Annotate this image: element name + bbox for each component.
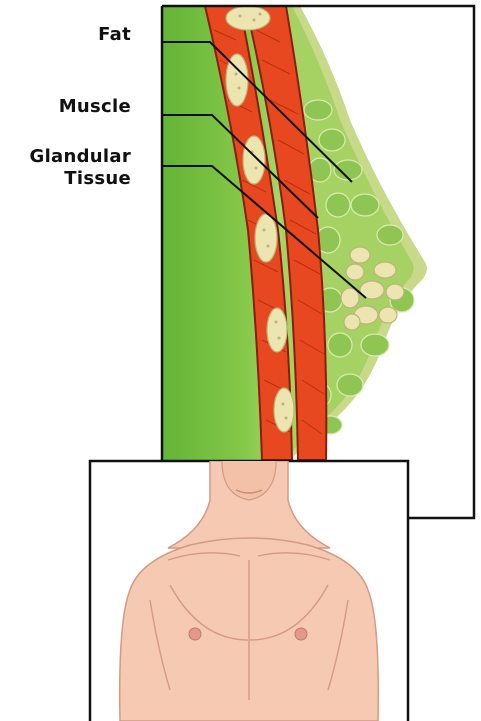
- label-glandular-tissue: Glandular Tissue: [30, 146, 132, 190]
- label-muscle: Muscle: [59, 96, 131, 118]
- label-glandular-line2: Tissue: [64, 168, 131, 189]
- label-glandular-line1: Glandular: [30, 146, 132, 167]
- left-nipple: [189, 628, 201, 640]
- label-fat: Fat: [98, 24, 131, 46]
- right-nipple: [295, 628, 307, 640]
